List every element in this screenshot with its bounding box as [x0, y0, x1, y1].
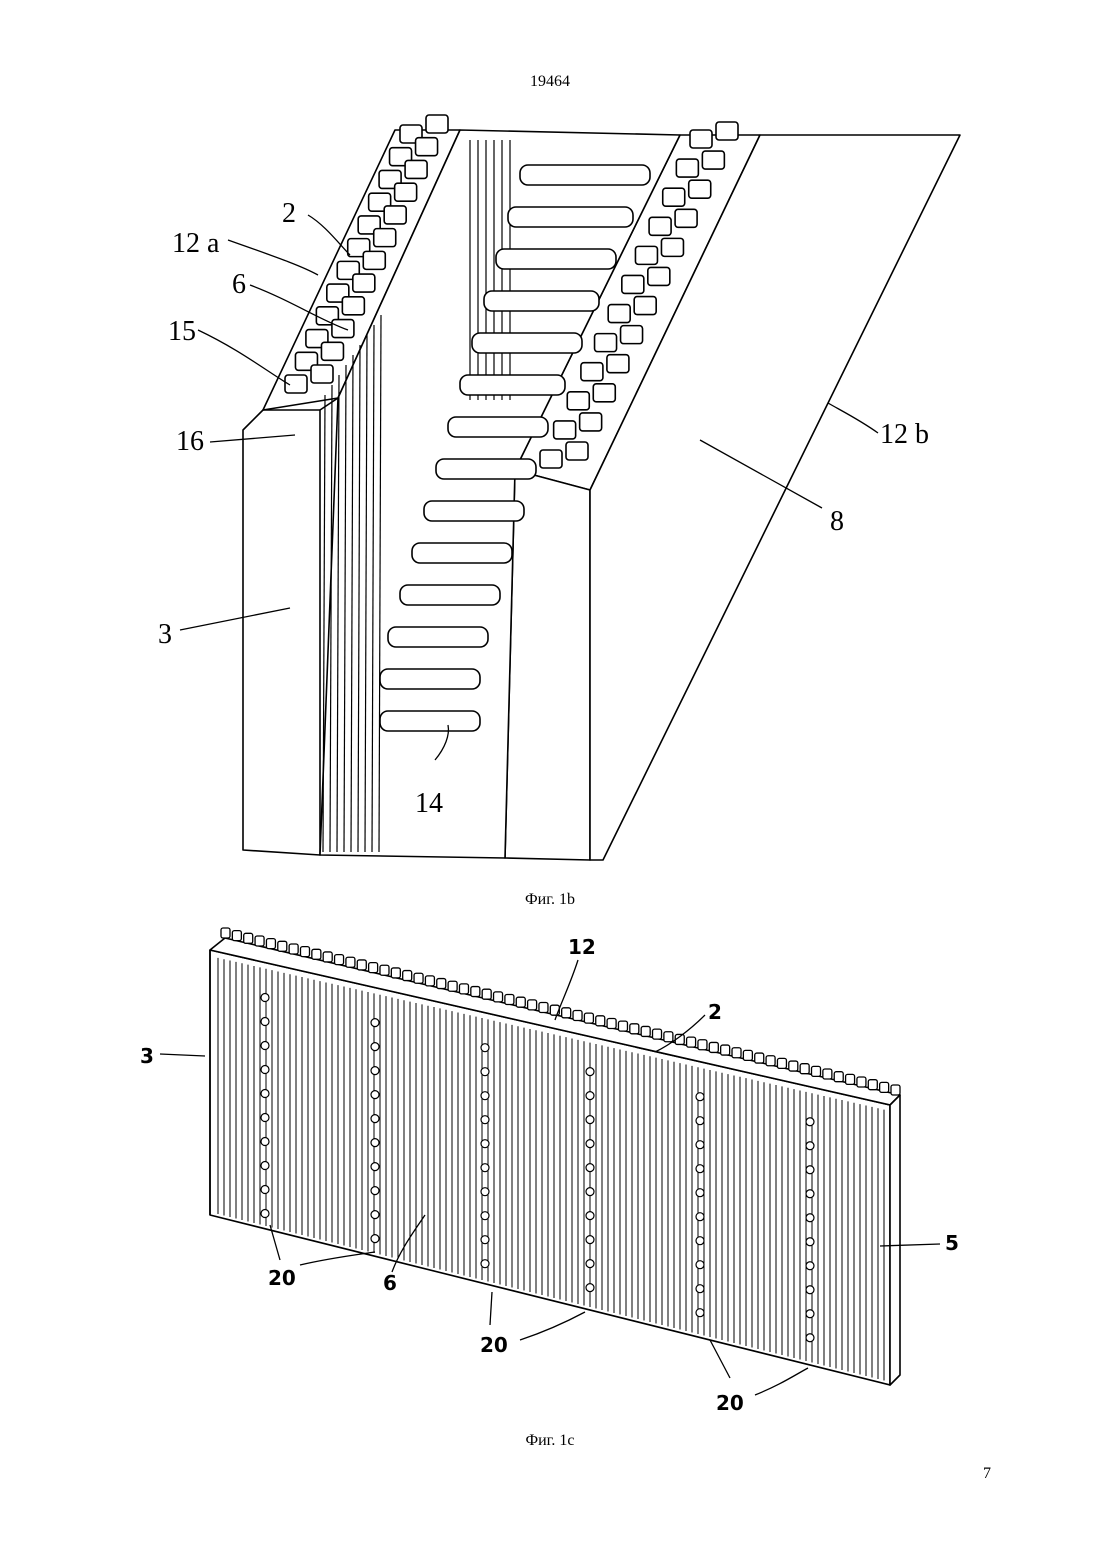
fig1b-label-3: 3 [158, 619, 172, 650]
fig1b-label-12b: 12 b [880, 419, 929, 450]
figure-1b-caption: Фиг. 1b [0, 891, 1100, 909]
fig1c-label-20-b: 20 [480, 1333, 508, 1357]
fig1b-label-6: 6 [232, 269, 246, 300]
fig1b-label-2: 2 [282, 198, 296, 229]
fig1b-label-8: 8 [830, 506, 844, 537]
fig1c-label-5: 5 [945, 1231, 959, 1255]
figure-1c-drawing: 12 2 3 5 6 20 20 20 [0, 920, 1100, 1430]
page-number-bottom: 7 [983, 1465, 991, 1483]
fig1c-label-6: 6 [383, 1271, 397, 1295]
fig1b-label-15: 15 [168, 316, 196, 347]
fig1c-label-20-c: 20 [716, 1391, 744, 1415]
fig1b-label-16: 16 [176, 426, 204, 457]
fig1c-label-3: 3 [140, 1044, 154, 1068]
figure-1b-drawing: 2 12 a 6 15 16 3 14 12 b 8 [0, 0, 1100, 900]
fig1c-label-20-a: 20 [268, 1266, 296, 1290]
fig1c-label-12: 12 [568, 935, 596, 959]
fig1b-label-14: 14 [415, 788, 443, 819]
fig1c-label-2: 2 [708, 1000, 722, 1024]
fig1b-label-12a: 12 a [172, 228, 220, 259]
figure-1c-caption: Фиг. 1c [0, 1432, 1100, 1450]
